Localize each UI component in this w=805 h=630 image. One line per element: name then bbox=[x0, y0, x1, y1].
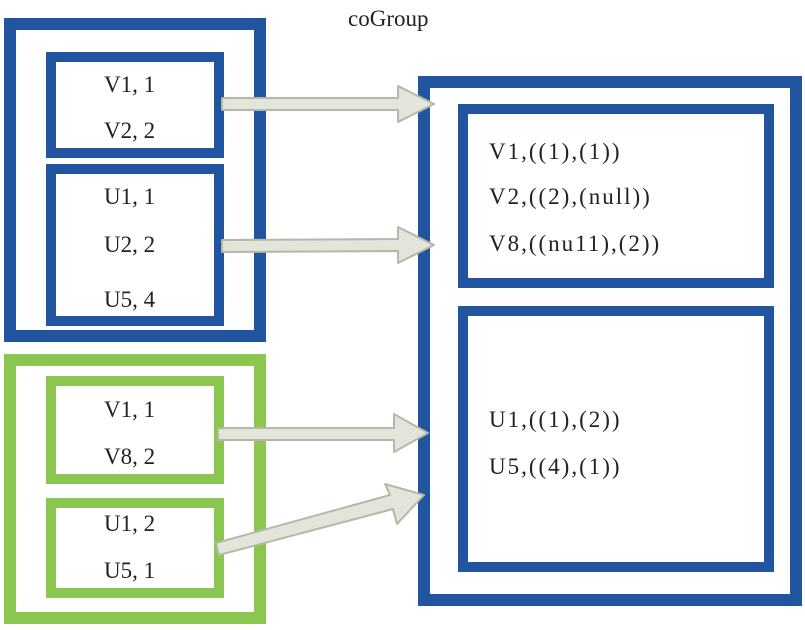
source-a-g1-line-2: V2, 2 bbox=[104, 118, 156, 143]
arrow-source-a-group1 bbox=[221, 85, 435, 123]
arrow-source-a-group2 bbox=[221, 226, 435, 264]
result-group2-box bbox=[458, 306, 774, 572]
source-a-g2-line-3: U5, 4 bbox=[104, 287, 156, 312]
result-g1-line-1: V1,((1),(1)) bbox=[489, 139, 622, 164]
arrow-source-b-group2 bbox=[215, 483, 425, 556]
source-b-g2-line-2: U5, 1 bbox=[104, 558, 156, 583]
diagram-title: coGroup bbox=[348, 6, 429, 31]
result-g1-line-3: V8,((nu11),(2)) bbox=[489, 231, 662, 256]
result-g1-line-2: V2,((2),(null)) bbox=[489, 184, 652, 209]
source-a-g2-line-2: U2, 2 bbox=[104, 232, 156, 257]
result-container bbox=[418, 76, 802, 606]
arrow-source-b-group1 bbox=[217, 413, 429, 453]
source-a-g2-line-1: U1, 1 bbox=[104, 184, 156, 209]
result-group1-box bbox=[458, 104, 774, 288]
result-g2-line-1: U1,((1),(2)) bbox=[489, 407, 622, 432]
source-b-g1-line-2: V8, 2 bbox=[104, 444, 156, 469]
source-a-g1-line-1: V1, 1 bbox=[104, 72, 156, 97]
source-a-group1-box bbox=[46, 52, 224, 158]
source-a-group2-box bbox=[46, 164, 224, 326]
source-b-g1-line-1: V1, 1 bbox=[104, 397, 156, 422]
source-b-container bbox=[4, 354, 266, 624]
source-b-g2-line-1: U1, 2 bbox=[104, 511, 156, 536]
result-g2-line-2: U5,((4),(1)) bbox=[489, 454, 622, 479]
